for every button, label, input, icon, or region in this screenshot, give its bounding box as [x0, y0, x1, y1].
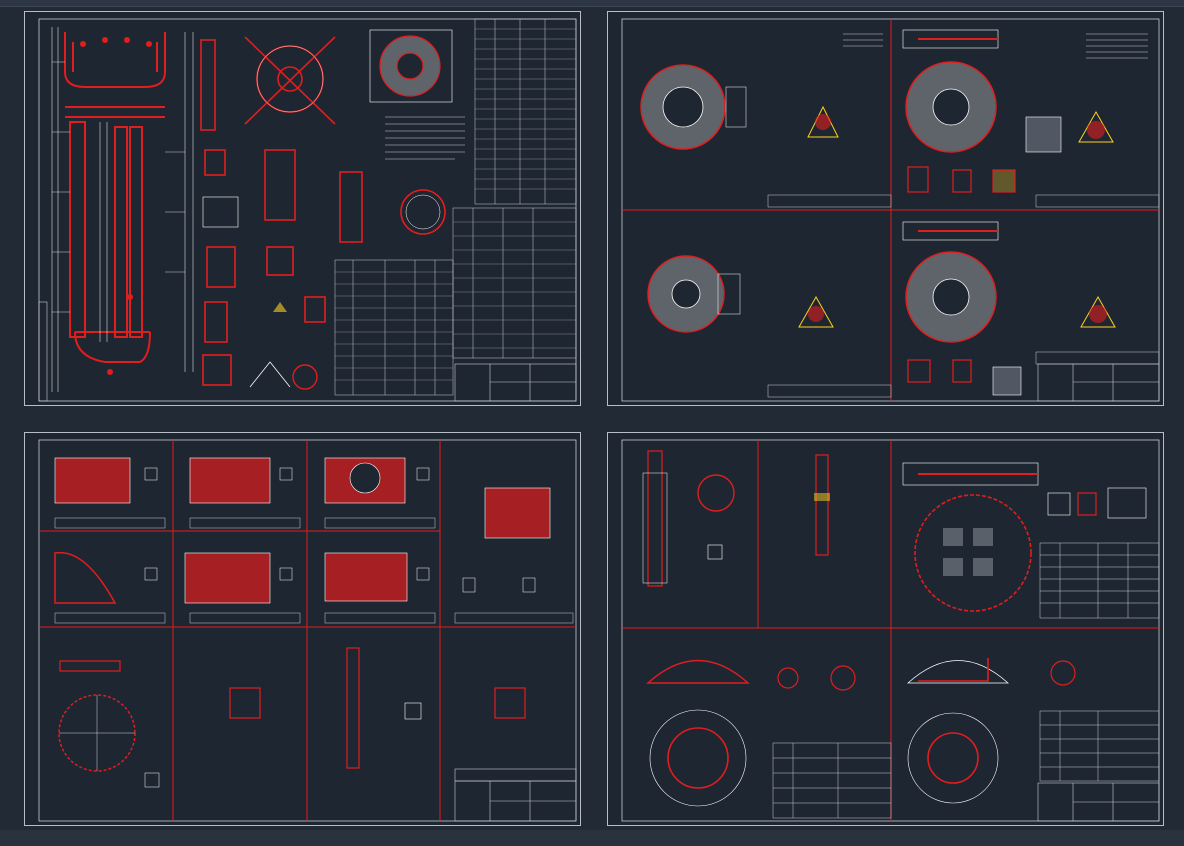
title-block — [1037, 363, 1160, 402]
top-toolbar-strip — [0, 0, 1184, 7]
drawing-sheet-baffles[interactable] — [24, 432, 581, 826]
title-block — [1037, 782, 1160, 822]
technical-data-table — [474, 18, 577, 205]
title-block — [454, 363, 577, 402]
drawing-sheet-tube-sheets[interactable] — [607, 11, 1164, 406]
drawing-sheet-shell-heads[interactable] — [607, 432, 1164, 826]
bottom-status-strip — [0, 830, 1184, 846]
assembly-drawing — [38, 18, 577, 402]
baffle-drawing — [38, 439, 577, 822]
vessel-body — [64, 32, 166, 363]
drawing-sheet-assembly[interactable] — [24, 11, 581, 406]
shell-head-drawing — [621, 439, 1160, 822]
tube-sheet-drawing — [621, 18, 1160, 402]
title-block — [454, 768, 577, 822]
